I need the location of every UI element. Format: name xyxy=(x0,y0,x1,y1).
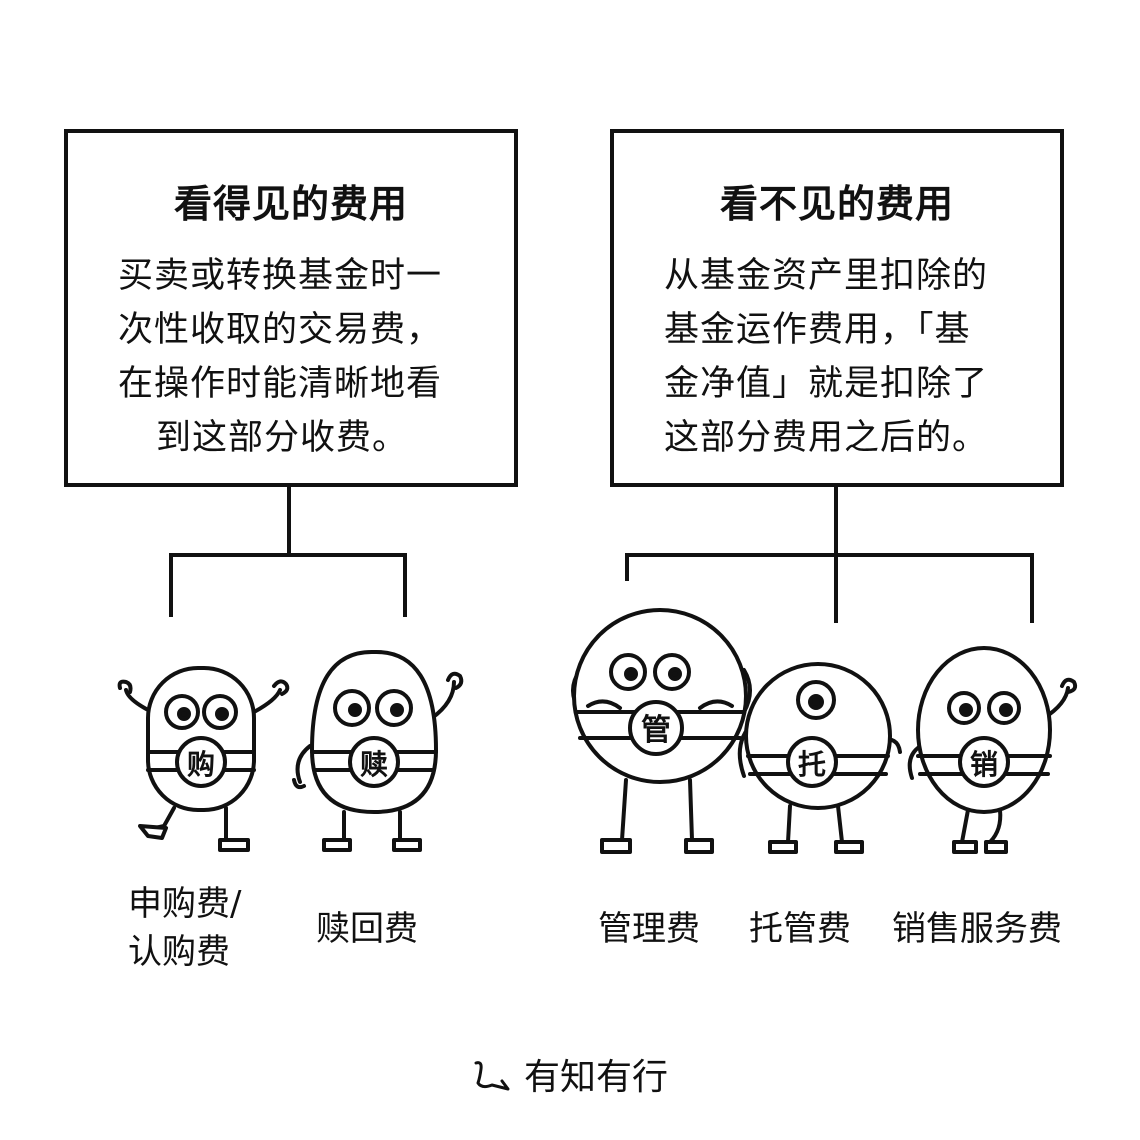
character-label: 申购费/ xyxy=(128,884,242,924)
visible-fees-line: 买卖或转换基金时一 xyxy=(118,256,443,296)
brand-name: 有知有行 xyxy=(523,1057,668,1098)
left-connector-drop xyxy=(403,553,407,617)
visible-fees-line: 次性收取的交易费， xyxy=(118,310,443,350)
left-connector-bar xyxy=(169,553,407,557)
right-connector-drop xyxy=(1030,553,1034,623)
hidden-fees-line: 基金运作费用，「基 xyxy=(664,310,971,350)
badge xyxy=(786,736,838,788)
character-label: 赎回费 xyxy=(316,909,418,949)
visible-fees-title: 看得见的费用 xyxy=(173,182,408,226)
badge-text: 销 xyxy=(970,748,998,781)
footer-brand: 有知有行 xyxy=(0,1048,1140,1102)
brush-stroke-logo-icon xyxy=(472,1059,512,1102)
management-fee-character xyxy=(571,608,752,854)
right-connector-drop xyxy=(625,553,629,581)
hidden-fees-line: 金净值」就是扣除了 xyxy=(664,364,989,404)
badge xyxy=(958,736,1010,788)
left-connector-drop xyxy=(169,553,173,617)
badge xyxy=(348,736,400,788)
character-label: 托管费 xyxy=(749,909,851,949)
sales-service-fee-character xyxy=(907,646,1078,854)
left-connector-stem xyxy=(287,487,291,557)
character-label: 管理费 xyxy=(598,909,700,949)
redemption-fee-character xyxy=(292,649,464,852)
hidden-fees-box: 看不见的费用 从基金资产里扣除的 基金运作费用，「基 金净值」就是扣除了 这部分… xyxy=(610,129,1064,487)
custody-fee-character xyxy=(737,662,902,854)
badge-text: 购 xyxy=(187,748,215,781)
body xyxy=(916,646,1052,814)
hidden-fees-line: 这部分费用之后的。 xyxy=(664,418,989,458)
badge-text: 托 xyxy=(798,748,826,781)
visible-fees-line: 在操作时能清晰地看 xyxy=(118,364,443,404)
hidden-fees-title: 看不见的费用 xyxy=(719,182,954,226)
badge-text: 赎 xyxy=(360,748,388,781)
badge xyxy=(175,736,227,788)
hidden-fees-line: 从基金资产里扣除的 xyxy=(664,256,989,296)
subscription-fee-character xyxy=(117,666,290,852)
right-connector-bar xyxy=(625,553,1034,557)
character-label: 销售服务费 xyxy=(892,909,1062,949)
visible-fees-box: 看得见的费用 买卖或转换基金时一 次性收取的交易费， 在操作时能清晰地看 到这部… xyxy=(64,129,518,487)
visible-fees-line: 到这部分收费。 xyxy=(156,418,409,458)
character-label: 认购费 xyxy=(128,932,230,972)
body xyxy=(572,608,748,784)
badge xyxy=(628,700,684,756)
badge-text: 管 xyxy=(641,713,671,748)
